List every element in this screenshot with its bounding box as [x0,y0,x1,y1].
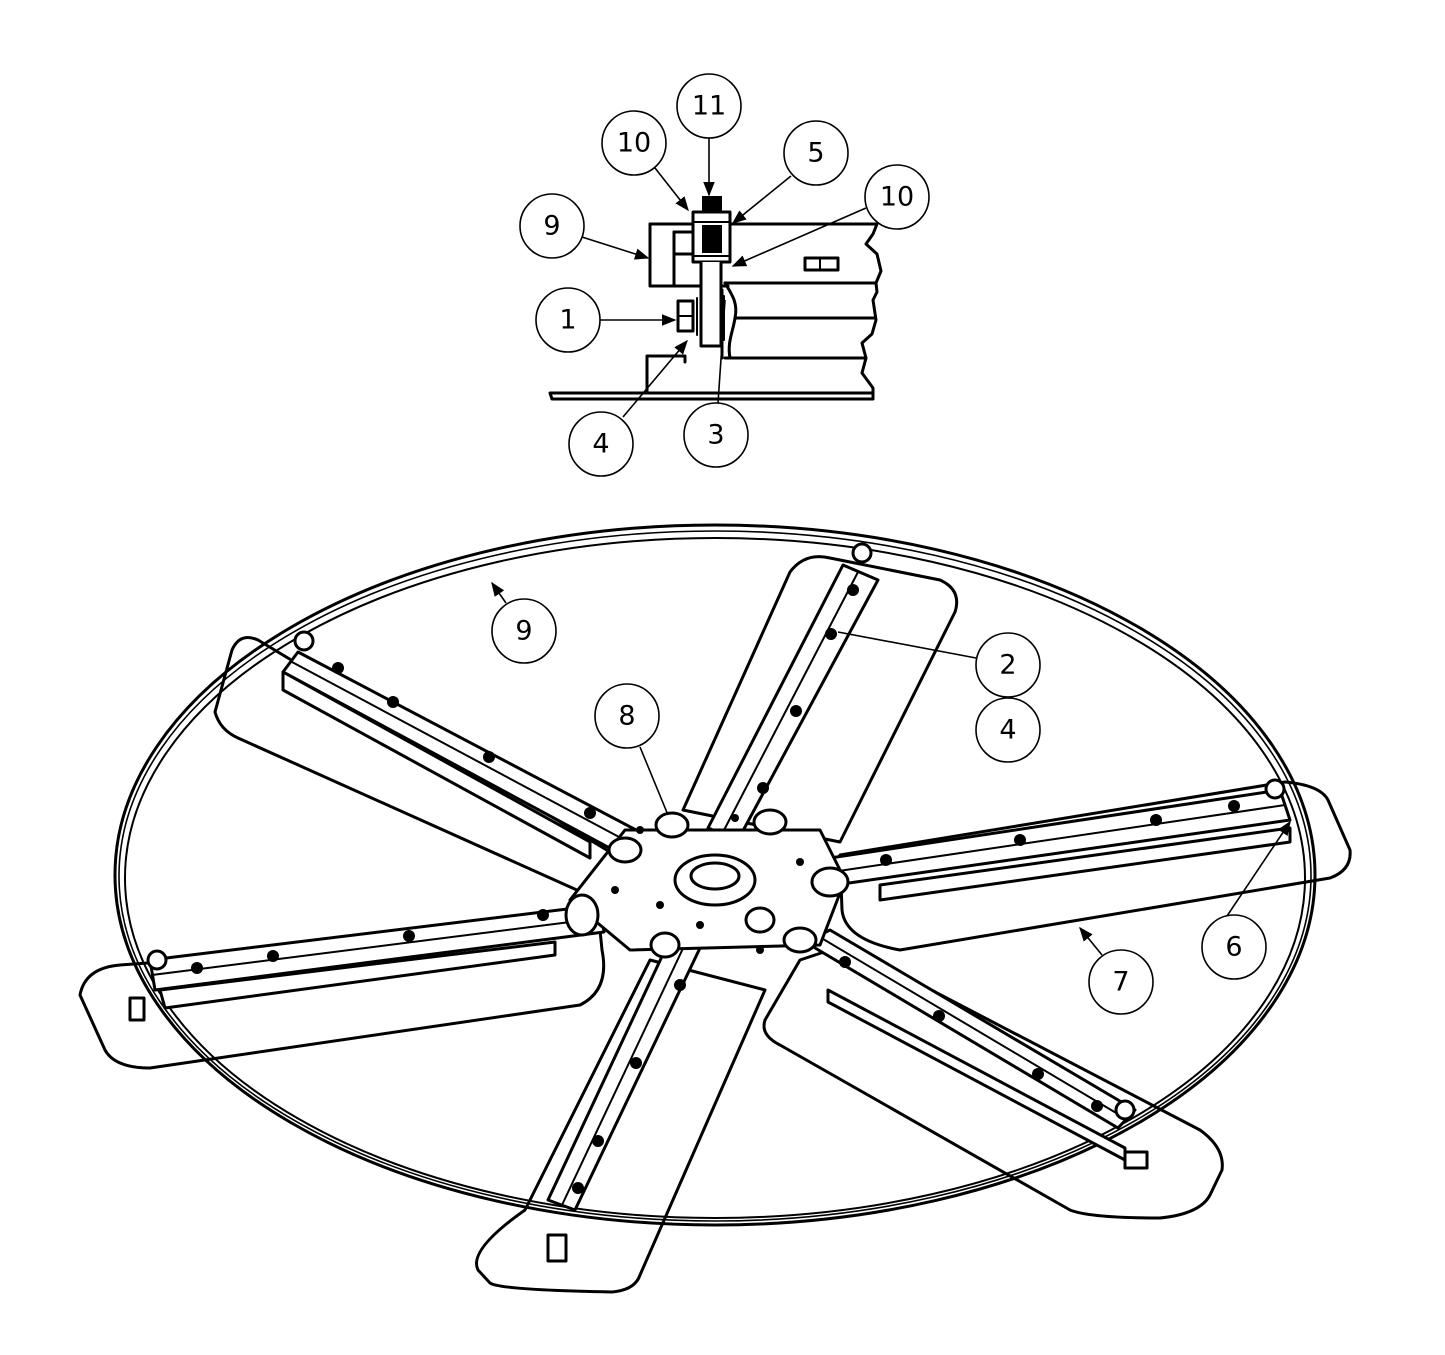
callout-circle [594,683,660,749]
detail-callouts: 11 10 5 10 9 1 4 3 [519,73,930,477]
callout-label: 1 [559,305,576,336]
callout-circle [676,73,742,139]
callout-circle [601,110,667,176]
callout-circle [519,193,585,259]
callout-11: 11 [676,73,742,139]
main-callouts: 9 2 4 8 6 7 [491,598,1267,1015]
callout-circle [975,697,1041,763]
callout-3: 3 [683,402,749,468]
spoke-right [828,778,1292,902]
callout-circle [1088,949,1154,1015]
callout-label: 11 [692,91,726,122]
callout-1: 1 [535,287,601,353]
callout-circle [491,598,557,664]
detail-leaders [581,138,867,418]
central-hub [564,808,850,959]
callout-circle [535,287,601,353]
callout-5: 5 [783,120,849,186]
detail-view [548,196,883,401]
main-leaders [491,581,1291,956]
outer-ring [113,523,1317,1227]
spoke-lower-right [803,928,1149,1170]
callout-circle [568,411,634,477]
main-view [78,523,1352,1294]
callout-circle [1201,914,1267,980]
callout-label: 3 [707,420,724,451]
callout-9-detail: 9 [519,193,585,259]
callout-10a: 10 [601,110,667,176]
blade-upper-left [213,636,617,897]
callout-6: 6 [1201,914,1267,980]
callout-7: 7 [1088,949,1154,1015]
callout-label: 10 [880,182,914,213]
callout-4-main: 4 [975,697,1041,763]
callout-2: 2 [975,632,1041,698]
callout-label: 2 [999,650,1016,681]
callout-circle [783,120,849,186]
callout-label: 10 [617,128,651,159]
callout-label: 4 [999,715,1016,746]
callout-label: 4 [592,429,609,460]
callout-label: 6 [1225,932,1242,963]
blade-bottom [475,958,767,1294]
callout-label: 7 [1112,967,1129,998]
callout-4-detail: 4 [568,411,634,477]
callout-8: 8 [594,683,660,749]
callout-circle [975,632,1041,698]
callout-label: 9 [543,211,560,242]
callout-circle [864,164,930,230]
spoke-left [128,903,606,1022]
callout-label: 5 [807,138,824,169]
callout-circle [683,402,749,468]
callout-label: 8 [618,701,635,732]
callout-10b: 10 [864,164,930,230]
callout-label: 9 [515,616,532,647]
callout-9-main: 9 [491,598,557,664]
